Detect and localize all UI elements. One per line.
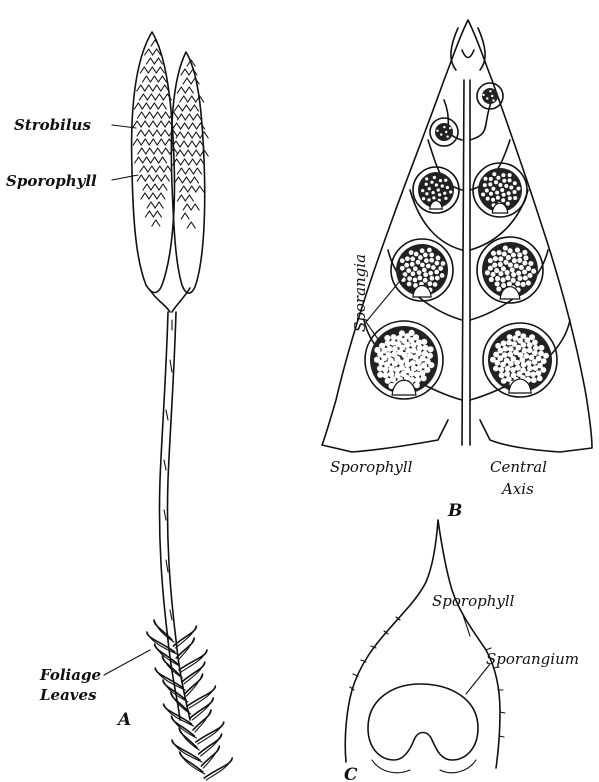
cone-outline <box>322 20 592 452</box>
label-sporophyll-b: Sporophyll <box>330 458 413 476</box>
label-strobilus: Strobilus <box>14 116 91 134</box>
label-sporangia: Sporangia <box>351 254 369 332</box>
label-sporophyll-a: Sporophyll <box>6 172 97 190</box>
sporangia-leader-1 <box>366 276 404 322</box>
central-axis <box>462 80 470 445</box>
panel-a-plant <box>104 32 232 780</box>
label-sporophyll-c: Sporophyll <box>432 592 515 610</box>
panel-b-section <box>322 20 592 452</box>
label-foliage-1: Foliage <box>39 666 101 684</box>
label-sporangium: Sporangium <box>486 650 579 668</box>
label-central-1: Central <box>490 458 547 476</box>
sporophyll-a-leader <box>112 175 138 180</box>
strobilus-right <box>171 52 208 293</box>
foliage-leader <box>104 650 150 675</box>
label-letter-c: C <box>344 765 358 782</box>
label-letter-a: A <box>116 710 131 730</box>
panel-c-sporophyll <box>345 520 505 773</box>
label-central-2: Axis <box>500 480 534 498</box>
foliage-leaves <box>147 620 232 780</box>
label-letter-b: B <box>447 501 462 521</box>
label-foliage-2: Leaves <box>39 686 97 704</box>
sporangium-leader <box>466 664 490 694</box>
sporangium <box>368 684 478 760</box>
